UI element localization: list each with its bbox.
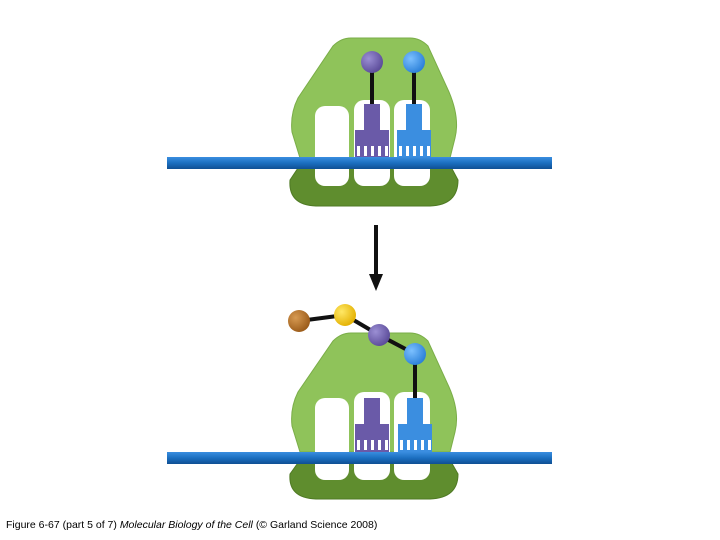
mrna-strand [167,157,552,169]
amino-acid-purple [361,51,383,73]
ribosome-before-peptidyl-transfer [167,37,552,207]
amino-acid-blue [404,343,426,365]
figure-caption: Figure 6-67 (part 5 of 7) Molecular Biol… [6,519,377,531]
caption-figure-number: Figure 6-67 (part 5 of 7) [6,519,117,531]
trna-p-site [355,398,389,454]
polypeptide-chain [288,304,426,365]
down-arrow-icon [369,225,383,291]
e-site [315,106,349,186]
caption-credit: (© Garland Science 2008) [255,519,378,531]
amino-acid-purple [368,324,390,346]
e-site [315,398,349,480]
amino-acid-blue [403,51,425,73]
caption-book-title: Molecular Biology of the Cell [119,519,253,531]
ribosome-after-peptidyl-transfer [167,304,552,500]
mrna-strand [167,452,552,464]
amino-acid-brown [288,310,310,332]
amino-acid-yellow [334,304,356,326]
